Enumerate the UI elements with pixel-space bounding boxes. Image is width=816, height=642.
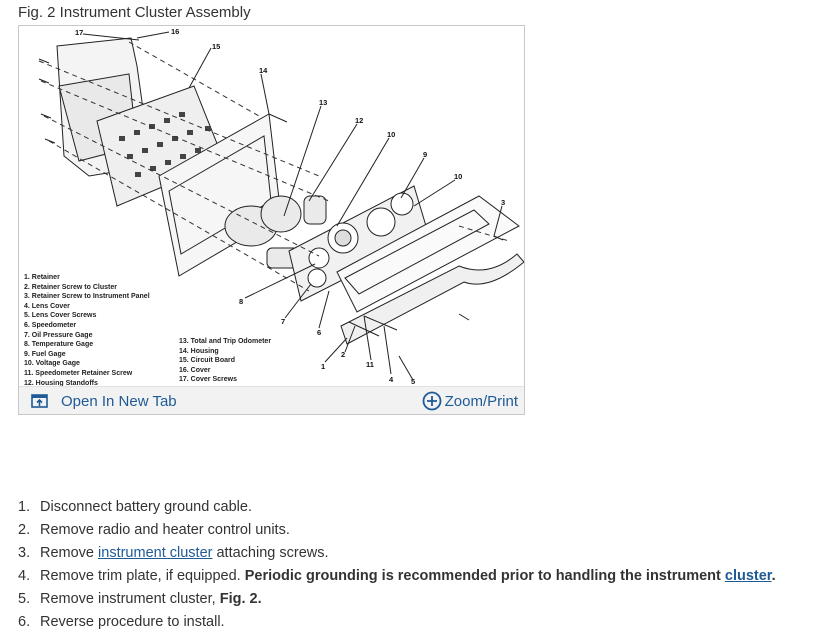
legend-item: 16. Cover bbox=[179, 366, 211, 374]
step-5: 5. Remove instrument cluster, Fig. 2. bbox=[18, 589, 808, 612]
step-number: 1. bbox=[18, 499, 31, 515]
figure-toolbar: Open In New Tab Zoom/Print bbox=[19, 386, 524, 414]
step-number: 2. bbox=[18, 522, 31, 538]
step-number: 4. bbox=[18, 568, 31, 584]
callout-10a: 10 bbox=[387, 130, 395, 139]
legend-left: 1. Retainer 2. Retainer Screw to Cluster… bbox=[24, 273, 150, 388]
legend-item: 11. Speedometer Retainer Screw bbox=[24, 369, 133, 377]
cluster-link[interactable]: cluster bbox=[724, 568, 772, 584]
figure-caption: Fig. 2 Instrument Cluster Assembly bbox=[18, 4, 251, 21]
callout-11: 11 bbox=[366, 360, 374, 369]
callout-16: 16 bbox=[171, 27, 179, 36]
legend-item: 3. Retainer Screw to Instrument Panel bbox=[24, 293, 150, 301]
step-warning-end: . bbox=[771, 568, 776, 584]
callout-9: 9 bbox=[423, 150, 427, 159]
step-text: Remove instrument cluster, bbox=[40, 591, 220, 607]
callout-5: 5 bbox=[411, 377, 415, 386]
legend-item: 4. Lens Cover bbox=[24, 302, 70, 310]
figure-container: 17 16 15 14 13 12 10 9 10 3 8 7 6 2 1 11… bbox=[18, 25, 525, 415]
legend-item: 6. Speedometer bbox=[24, 321, 77, 329]
step-warning: Periodic grounding is recommended prior … bbox=[244, 568, 725, 584]
step-number: 6. bbox=[18, 614, 31, 630]
callout-15: 15 bbox=[212, 42, 220, 51]
zoom-print-label: Zoom/Print bbox=[444, 392, 518, 410]
step-text: Reverse procedure to install. bbox=[40, 614, 225, 630]
callout-8: 8 bbox=[239, 297, 243, 306]
callout-1: 1 bbox=[321, 362, 325, 371]
open-in-new-tab-link[interactable]: Open In New Tab bbox=[31, 391, 177, 411]
legend-item: 13. Total and Trip Odometer bbox=[179, 338, 272, 345]
callout-14: 14 bbox=[259, 66, 268, 75]
callout-2: 2 bbox=[341, 350, 345, 359]
legend-item: 8. Temperature Gage bbox=[24, 341, 94, 349]
zoom-print-link[interactable]: Zoom/Print bbox=[422, 390, 518, 412]
legend-item: 10. Voltage Gage bbox=[24, 360, 80, 368]
legend-item: 2. Retainer Screw to Cluster bbox=[24, 283, 117, 291]
callout-6: 6 bbox=[317, 328, 321, 337]
legend-item: 12. Housing Standoffs bbox=[24, 379, 98, 387]
legend-item: 17. Cover Screws bbox=[179, 376, 237, 384]
step-text: Disconnect battery ground cable. bbox=[40, 499, 252, 515]
legend-item: 1. Retainer bbox=[24, 274, 60, 281]
step-2: 2. Remove radio and heater control units. bbox=[18, 520, 808, 543]
legend-right: 13. Total and Trip Odometer 14. Housing … bbox=[179, 337, 271, 385]
callout-4: 4 bbox=[389, 375, 394, 384]
instrument-cluster-diagram[interactable]: 17 16 15 14 13 12 10 9 10 3 8 7 6 2 1 11… bbox=[19, 26, 524, 388]
zoom-plus-icon bbox=[422, 391, 442, 411]
step-text: attaching screws. bbox=[212, 545, 329, 561]
callout-10b: 10 bbox=[454, 172, 462, 181]
legend-item: 9. Fuel Gage bbox=[24, 350, 66, 358]
legend-item: 7. Oil Pressure Gage bbox=[24, 331, 93, 339]
step-text: Remove trim plate, if equipped. bbox=[40, 568, 245, 584]
legend-item: 5. Lens Cover Screws bbox=[24, 312, 97, 320]
step-number: 3. bbox=[18, 545, 31, 561]
figure-reference: Fig. 2. bbox=[219, 591, 262, 607]
procedure-steps: 1. Disconnect battery ground cable. 2. Rem… bbox=[18, 497, 808, 635]
step-6: 6. Reverse procedure to install. bbox=[18, 612, 808, 635]
callout-12: 12 bbox=[355, 116, 363, 125]
open-new-tab-icon bbox=[31, 393, 49, 409]
callout-3: 3 bbox=[501, 198, 505, 207]
step-number: 5. bbox=[18, 591, 31, 607]
step-text: Remove bbox=[40, 545, 99, 561]
step-1: 1. Disconnect battery ground cable. bbox=[18, 497, 808, 520]
callout-13: 13 bbox=[319, 98, 327, 107]
open-in-new-tab-label: Open In New Tab bbox=[61, 392, 177, 410]
callout-7: 7 bbox=[281, 317, 285, 326]
step-4: 4. Remove trim plate, if equipped. Period… bbox=[18, 566, 808, 589]
step-3: 3. Remove instrument cluster attaching sc… bbox=[18, 543, 808, 566]
step-text: Remove radio and heater control units. bbox=[40, 522, 290, 538]
legend-item: 14. Housing bbox=[179, 347, 219, 355]
callout-17: 17 bbox=[75, 28, 83, 37]
legend-item: 15. Circuit Board bbox=[179, 357, 236, 365]
instrument-cluster-link[interactable]: instrument cluster bbox=[98, 545, 213, 561]
